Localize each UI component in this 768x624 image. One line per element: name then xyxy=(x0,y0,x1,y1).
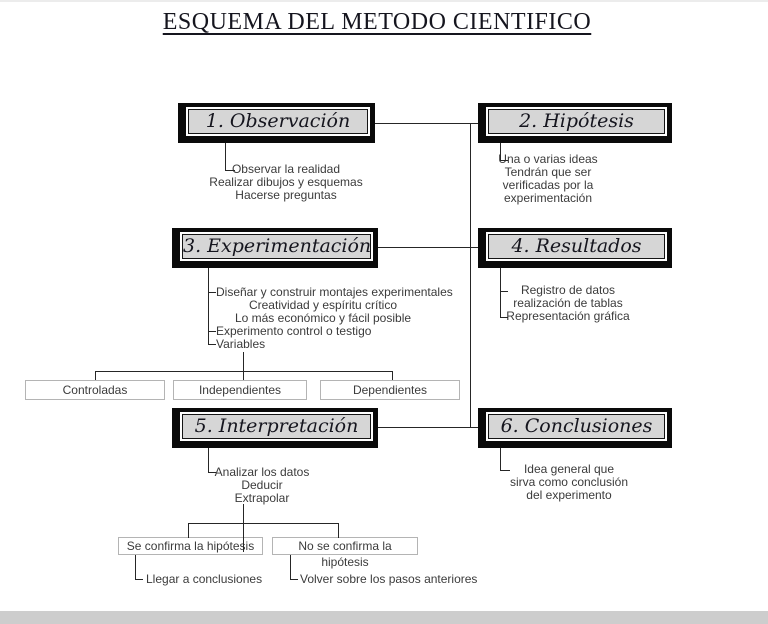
step-box-interpretacion: 5. Interpretación xyxy=(172,408,378,448)
step-label: 2. Hipótesis xyxy=(488,109,665,134)
step-label: 6. Conclusiones xyxy=(488,414,665,439)
note-line: Representación gráfica xyxy=(506,309,630,323)
notes-hipotesis: Una o varias ideas Tendrán que ser verif… xyxy=(496,153,600,205)
connector-main-vertical xyxy=(470,123,471,428)
page-title: ESQUEMA DEL METODO CIENTIFICO xyxy=(162,9,592,35)
note-line: verificadas por la xyxy=(502,178,594,192)
note-line: Diseñar y construir montajes experimenta… xyxy=(216,285,453,299)
step-box-frame: 1. Observación xyxy=(186,107,370,136)
note-line: Tendrán que ser xyxy=(504,165,592,179)
step-label: 3. Experimentación xyxy=(182,234,372,259)
note-confirmed-result: Llegar a conclusiones xyxy=(146,572,263,586)
step-box-frame: 6. Conclusiones xyxy=(486,412,667,441)
step-box-experimentacion: 3. Experimentación xyxy=(172,228,378,268)
connector-line xyxy=(225,143,226,171)
note-line: Experimento control o testigo xyxy=(216,324,372,338)
step-box-frame: 3. Experimentación xyxy=(180,232,373,261)
connector-line xyxy=(500,268,501,318)
connector-tick xyxy=(500,317,508,318)
connector-line xyxy=(338,523,339,538)
note-line: Realizar dibujos y esquemas xyxy=(209,175,363,189)
notes-experimentacion: Diseñar y construir montajes experimenta… xyxy=(216,286,472,351)
note-not-confirmed-result: Volver sobre los pasos anteriores xyxy=(300,572,478,586)
outcome-box-confirmed: Se confirma la hipótesis xyxy=(118,537,263,555)
note-line: Hacerse preguntas xyxy=(235,188,337,202)
note-line: Extrapolar xyxy=(234,491,290,505)
step-box-conclusiones: 6. Conclusiones xyxy=(478,408,672,448)
connector-tick xyxy=(135,579,143,580)
connector-tick xyxy=(290,579,298,580)
note-line: realización de tablas xyxy=(513,296,623,310)
connector-tick xyxy=(208,344,216,345)
step-label: 4. Resultados xyxy=(488,234,665,259)
step-label: 5. Interpretación xyxy=(182,414,371,439)
step-box-frame: 5. Interpretación xyxy=(180,412,373,441)
note-line: Observar la realidad xyxy=(231,162,341,176)
connector-row3 xyxy=(378,427,478,428)
connector-tick xyxy=(208,472,216,473)
outcome-box-not-confirmed: No se confirma la hipótesis xyxy=(272,537,418,569)
notes-observacion: Observar la realidad Realizar dibujos y … xyxy=(206,163,366,202)
connector-tick xyxy=(208,292,216,293)
page-bottom-edge xyxy=(0,611,768,624)
variable-box-dependientes: Dependientes xyxy=(320,380,460,400)
step-box-resultados: 4. Resultados xyxy=(478,228,672,268)
note-line: del experimento xyxy=(526,488,612,502)
notes-conclusiones: Idea general que sirva como conclusión d… xyxy=(500,463,638,502)
note-line: Registro de datos xyxy=(520,283,616,297)
connector-line xyxy=(290,555,291,580)
variable-box-controladas: Controladas xyxy=(25,380,165,400)
connector-outcomes-stem xyxy=(243,504,244,552)
connector-tick xyxy=(500,470,510,471)
variable-box-independientes: Independientes xyxy=(173,380,307,400)
note-line: Analizar los datos xyxy=(214,465,310,479)
note-line: Una o varias ideas xyxy=(498,152,598,166)
connector-line xyxy=(392,371,393,380)
connector-line xyxy=(208,448,209,473)
note-line: Lo más económico y fácil posible xyxy=(234,311,412,325)
note-line: Variables xyxy=(216,337,266,351)
connector-row2 xyxy=(378,247,478,248)
notes-resultados: Registro de datos realización de tablas … xyxy=(498,284,638,323)
connector-outcomes-split xyxy=(188,523,339,524)
connector-line xyxy=(500,448,501,471)
connector-line xyxy=(95,371,96,380)
connector-tick xyxy=(225,170,235,171)
note-line: experimentación xyxy=(503,191,593,205)
connector-row1 xyxy=(375,123,478,124)
notes-interpretacion: Analizar los datos Deducir Extrapolar xyxy=(212,466,312,505)
connector-line xyxy=(188,523,189,538)
connector-variables-stem xyxy=(243,352,244,372)
note-line: sirva como conclusión xyxy=(509,475,629,489)
step-box-hipotesis: 2. Hipótesis xyxy=(478,103,672,143)
note-line: Deducir xyxy=(241,478,283,492)
step-label: 1. Observación xyxy=(188,109,368,134)
note-line: Creatividad y espíritu crítico xyxy=(248,298,398,312)
connector-line xyxy=(243,371,244,380)
step-box-frame: 2. Hipótesis xyxy=(486,107,667,136)
step-box-observacion: 1. Observación xyxy=(178,103,375,143)
page-top-edge xyxy=(0,0,768,2)
connector-line xyxy=(500,143,501,161)
note-line: Idea general que xyxy=(523,462,615,476)
connector-tick xyxy=(500,291,508,292)
connector-variables-split xyxy=(95,371,393,372)
connector-tick xyxy=(500,160,508,161)
connector-line xyxy=(135,555,136,580)
step-box-frame: 4. Resultados xyxy=(486,232,667,261)
connector-tick xyxy=(208,331,216,332)
connector-line xyxy=(208,268,209,345)
